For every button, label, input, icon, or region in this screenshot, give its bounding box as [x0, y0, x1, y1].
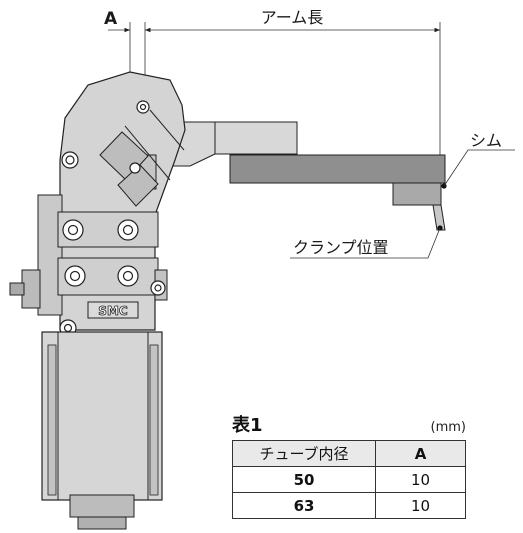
- dimension-arm-length: [145, 22, 441, 180]
- clamp-position-label: クランプ位置: [293, 238, 389, 257]
- arm-length-label: アーム長: [261, 8, 324, 27]
- shim-label: シム: [470, 131, 502, 150]
- dimension-a-label: A: [104, 9, 118, 29]
- table-row: 50 10: [232, 466, 466, 493]
- clamp-body: [9, 71, 186, 331]
- bolt-holes: [59, 100, 166, 337]
- table: チューブ内径 A 50 10 63 10: [232, 440, 466, 519]
- table-unit: (mm): [430, 420, 466, 435]
- table-title: 表1: [232, 415, 263, 436]
- cylinder-body: [41, 331, 163, 530]
- table-cell-bore: 50: [232, 466, 376, 493]
- table-row: 63 10: [232, 492, 466, 519]
- table-cell-a: 10: [375, 466, 466, 493]
- table-header-row: チューブ内径 A: [232, 440, 466, 467]
- smc-logo: SMC: [98, 304, 128, 318]
- table-header-a: A: [375, 440, 466, 467]
- dimension-table: 表1 (mm) チューブ内径 A 50 10 63 10: [232, 413, 466, 519]
- table-cell-a: 10: [375, 492, 466, 519]
- leader-lines: [290, 149, 515, 259]
- table-header-tube-bore: チューブ内径: [232, 440, 376, 467]
- clamp-arm: [149, 121, 447, 231]
- table-cell-bore: 63: [232, 492, 376, 519]
